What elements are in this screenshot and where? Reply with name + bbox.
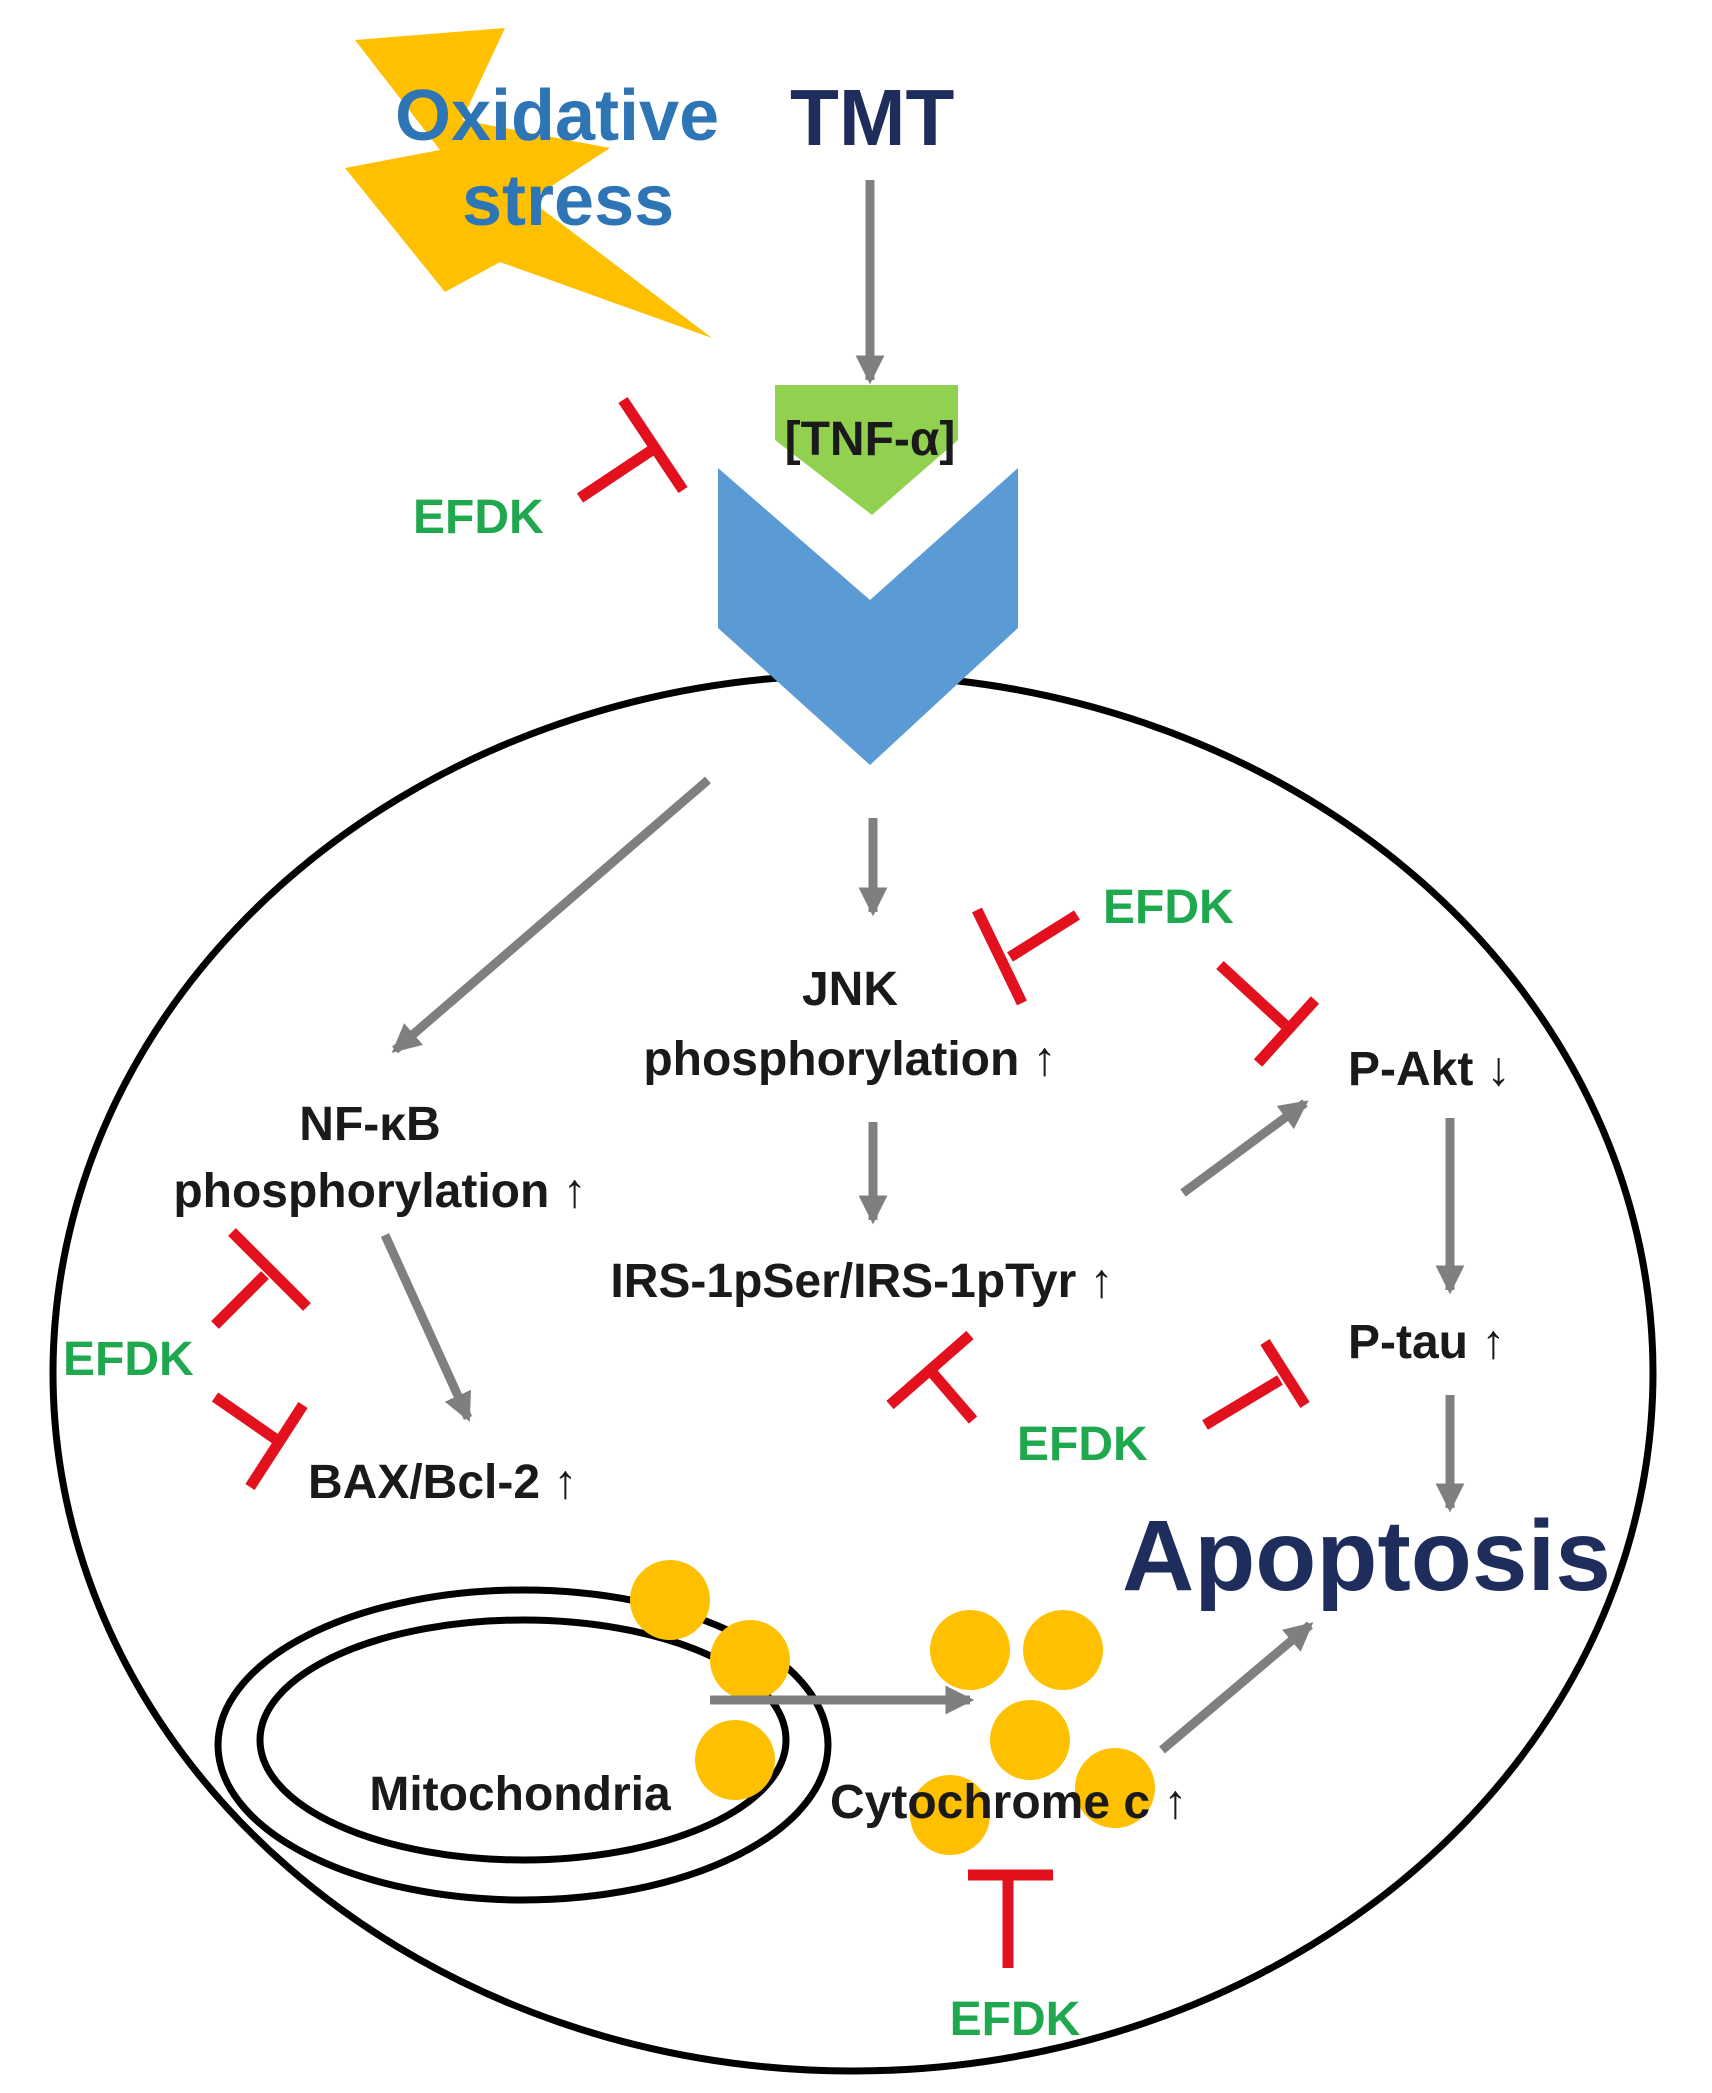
cytochrome-dot (930, 1610, 1010, 1690)
down-arrow-ligand-icon (775, 385, 958, 515)
nfkb-label-line2: phosphorylation ↑ (173, 1165, 586, 1218)
mitochondria-outer (214, 1586, 832, 1904)
pakt-label: P-Akt ↓ (1348, 1043, 1511, 1096)
inhibit-nfkb-bar (228, 1228, 311, 1311)
inhibit-ptau-bar (1260, 1339, 1310, 1408)
efdk-label-jnk-akt: EFDK (1103, 881, 1234, 934)
inhibit-irs-stem (925, 1366, 978, 1424)
lightning-bolt-icon (345, 28, 712, 338)
cytochrome-dot (910, 1775, 990, 1855)
chevron-receptor-icon (718, 468, 1018, 765)
ptau-label: P-tau ↑ (1348, 1316, 1505, 1369)
jnk-label-line2: phosphorylation ↑ (643, 1033, 1056, 1086)
inhibit-irs-bar (886, 1330, 974, 1410)
mitochondria-inner (256, 1616, 790, 1864)
nfkb-label-line1: NF-κB (299, 1098, 440, 1151)
efdk-label-receptor: EFDK (413, 491, 544, 544)
stimulus-label-line1: Oxidative (395, 76, 719, 156)
bax-label: BAX/Bcl-2 ↑ (308, 1456, 577, 1509)
arrow-cytc-to-apoptosis (1159, 1621, 1314, 1754)
arrow-irs-to-pakt (1180, 1099, 1309, 1197)
inhibit-nfkb-stem (211, 1271, 269, 1329)
cytochrome-dot (1023, 1610, 1103, 1690)
cytochrome-dot (990, 1700, 1070, 1780)
cytochrome-dot (630, 1560, 710, 1640)
cell-membrane (49, 671, 1657, 2075)
cytochrome-dot (1075, 1748, 1155, 1828)
inhibit-akt-stem (1216, 960, 1289, 1030)
irs-label: IRS-1pSer/IRS-1pTyr ↑ (610, 1255, 1113, 1308)
cytochrome-label: Cytochrome c ↑ (830, 1776, 1187, 1829)
inhibit-bax-stem (211, 1392, 281, 1445)
jnk-label-line1: JNK (802, 963, 898, 1016)
inhibit-jnk-bar (972, 907, 1027, 1006)
inhibit-receptor-stem (576, 443, 659, 503)
cytochrome-dot (710, 1620, 790, 1700)
inhibit-akt-bar (1253, 996, 1320, 1067)
apoptosis-label: Apoptosis (1122, 1500, 1611, 1612)
efdk-label-cytc: EFDK (950, 1993, 1081, 2046)
stimulus-label-line2: stress (462, 161, 674, 241)
arrow-nfkb-to-bax (380, 1233, 473, 1422)
inhibit-jnk-stem (1007, 910, 1080, 962)
inhibit-ptau-stem (1202, 1375, 1283, 1430)
cytochrome-dots (630, 1560, 1155, 1855)
trigger-label: TMT (790, 73, 955, 162)
inhibit-bax-bar (245, 1402, 308, 1490)
cytochrome-dot (695, 1720, 775, 1800)
arrow-receptor-to-nfkb (391, 776, 711, 1054)
tnf-label: [TNF-α] (785, 413, 956, 466)
efdk-label-irs-ptau: EFDK (1017, 1418, 1148, 1471)
mitochondria-label: Mitochondria (369, 1768, 671, 1821)
efdk-label-nfkb-bax: EFDK (63, 1333, 194, 1386)
inhibit-receptor-bar (618, 396, 688, 494)
